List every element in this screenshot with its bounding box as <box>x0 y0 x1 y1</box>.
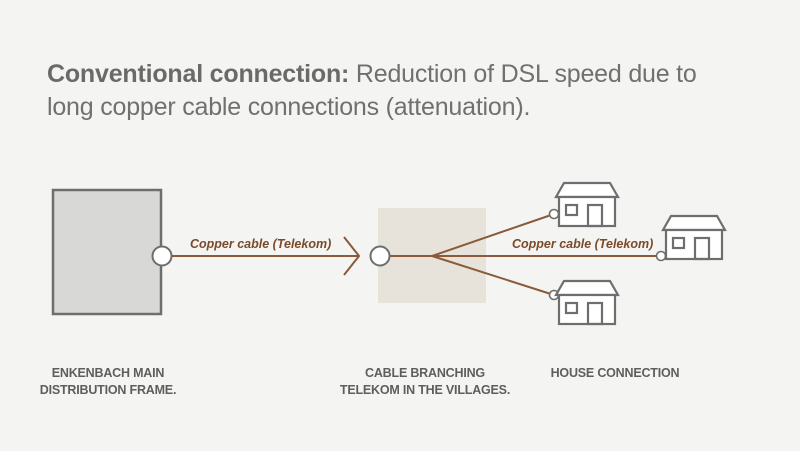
house-connection-label: HOUSE CONNECTION <box>550 366 680 380</box>
title-bold: Conventional connection: <box>47 60 350 88</box>
title-rest: Reduction of DSL speed due to long coppe… <box>47 60 697 121</box>
house-icon <box>661 214 727 261</box>
distribution-frame-label-line1: ENKENBACH MAIN <box>51 366 165 380</box>
cable-branching-label-line2: TELEKOM IN THE VILLAGES. <box>339 383 511 397</box>
page-title: Conventional connection: Reduction of DS… <box>47 58 747 124</box>
branch-line-top <box>431 213 555 257</box>
distribution-frame-box <box>51 188 163 316</box>
cable-branching-label: CABLE BRANCHING TELEKOM IN THE VILLAGES. <box>330 365 520 399</box>
cable-arrow <box>343 236 361 276</box>
house-connector-middle <box>655 250 667 262</box>
cable-label-main: Copper cable (Telekom) <box>190 237 331 251</box>
house-connector-top <box>548 208 560 220</box>
branch-line-bottom <box>431 255 555 296</box>
frame-connector <box>151 245 173 267</box>
house-icon <box>554 279 620 326</box>
cable-label-branch: Copper cable (Telekom) <box>512 237 653 251</box>
distribution-frame-label-line2: DISTRIBUTION FRAME. <box>39 383 177 397</box>
house-icon <box>554 181 620 228</box>
branching-connector <box>369 245 391 267</box>
cable-branching-label-line1: CABLE BRANCHING <box>365 366 485 380</box>
distribution-frame-label: ENKENBACH MAIN DISTRIBUTION FRAME. <box>28 365 188 399</box>
